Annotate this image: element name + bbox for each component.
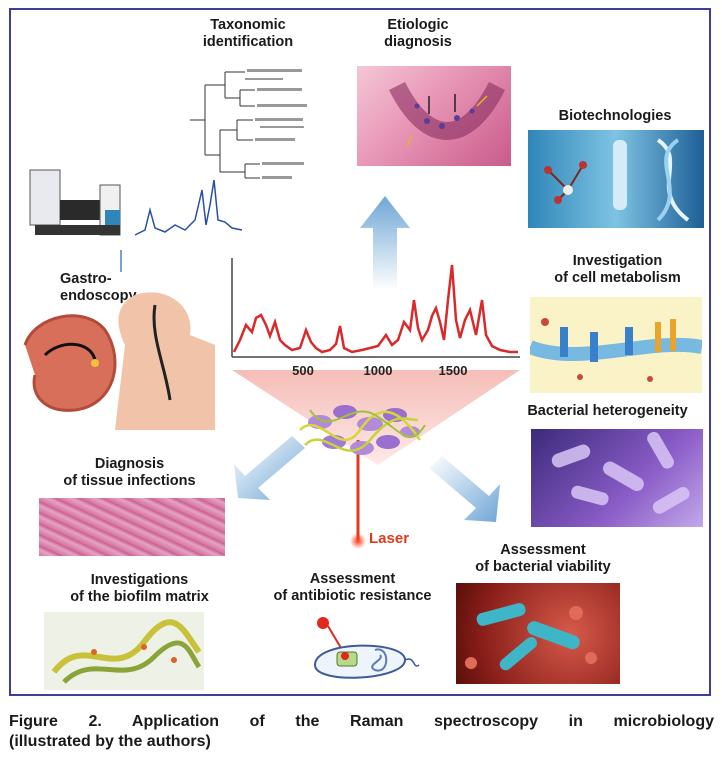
tick-label-1500: 1500	[439, 363, 468, 378]
arrow-down-left-icon	[234, 436, 305, 500]
phylogenetic-tree-image	[185, 60, 335, 180]
biotechnology-image	[528, 130, 704, 228]
label-line: Gastro-	[60, 271, 112, 287]
label-laser: Laser	[369, 530, 410, 547]
laser-cone	[232, 370, 520, 465]
label-biofilm-matrix: Investigations of the biofilm matrix	[52, 572, 227, 606]
cell-metabolism-image	[530, 297, 702, 393]
bacterial-heterogeneity-image	[531, 429, 703, 527]
label-line: Diagnosis	[94, 456, 165, 472]
label-line: Etiologic	[387, 17, 449, 33]
label-line: of cell metabolism	[554, 270, 681, 286]
label-gastroendoscopy: Gastro- endoscopy	[60, 271, 150, 305]
raman-microscope-image	[29, 169, 243, 236]
tick-label-1000: 1000	[364, 363, 393, 378]
bacterial-viability-image	[456, 583, 620, 684]
figure-caption: Figure 2. Application of the Raman spect…	[9, 712, 714, 752]
arrow-down-right-icon	[429, 456, 500, 522]
label-line: Investigations	[90, 572, 189, 588]
caption-line-2: (illustrated by the authors)	[9, 733, 211, 750]
cell-cluster-icon	[299, 405, 426, 455]
arrow-up-icon	[360, 196, 410, 290]
label-tissue-infections: Diagnosis of tissue infections	[42, 456, 217, 490]
label-taxonomic-identification: Taxonomic identification	[186, 17, 310, 51]
label-line: of bacterial viability	[475, 559, 611, 575]
label-bacterial-viability: Assessment of bacterial viability	[448, 542, 638, 576]
connector-line	[120, 250, 122, 272]
label-line: endoscopy	[60, 288, 137, 304]
caption-line-1: Figure 2. Application of the Raman spect…	[9, 713, 714, 730]
label-line: Taxonomic	[210, 17, 286, 33]
laser-spot-icon	[350, 533, 366, 549]
label-line: Assessment	[309, 571, 396, 587]
label-line: identification	[202, 34, 294, 50]
tick-label-500: 500	[292, 363, 314, 378]
label-line: of antibiotic resistance	[273, 588, 432, 604]
spectrum-tick-labels: 500 1000 1500	[292, 363, 467, 378]
label-cell-metabolism: Investigation of cell metabolism	[535, 253, 700, 287]
label-line: of the biofilm matrix	[70, 589, 209, 605]
label-antibiotic-resistance: Assessment of antibiotic resistance	[250, 571, 455, 605]
raman-spectrum-line	[232, 264, 518, 354]
antibiotic-resistance-image	[313, 617, 420, 679]
biofilm-matrix-image	[44, 612, 204, 690]
gastroendoscopy-image	[23, 292, 215, 430]
label-line: of tissue infections	[63, 473, 196, 489]
label-bacterial-heterogeneity: Bacterial heterogeneity	[527, 403, 688, 419]
label-line: Investigation	[572, 253, 663, 269]
label-etiologic-diagnosis: Etiologic diagnosis	[368, 17, 468, 51]
tissue-infection-image	[39, 498, 225, 556]
central-illustration: 500 1000 1500	[231, 196, 520, 549]
label-line: diagnosis	[384, 34, 452, 50]
histology-image	[357, 66, 511, 166]
label-line: Assessment	[500, 542, 586, 558]
label-biotechnologies: Biotechnologies	[558, 108, 672, 124]
